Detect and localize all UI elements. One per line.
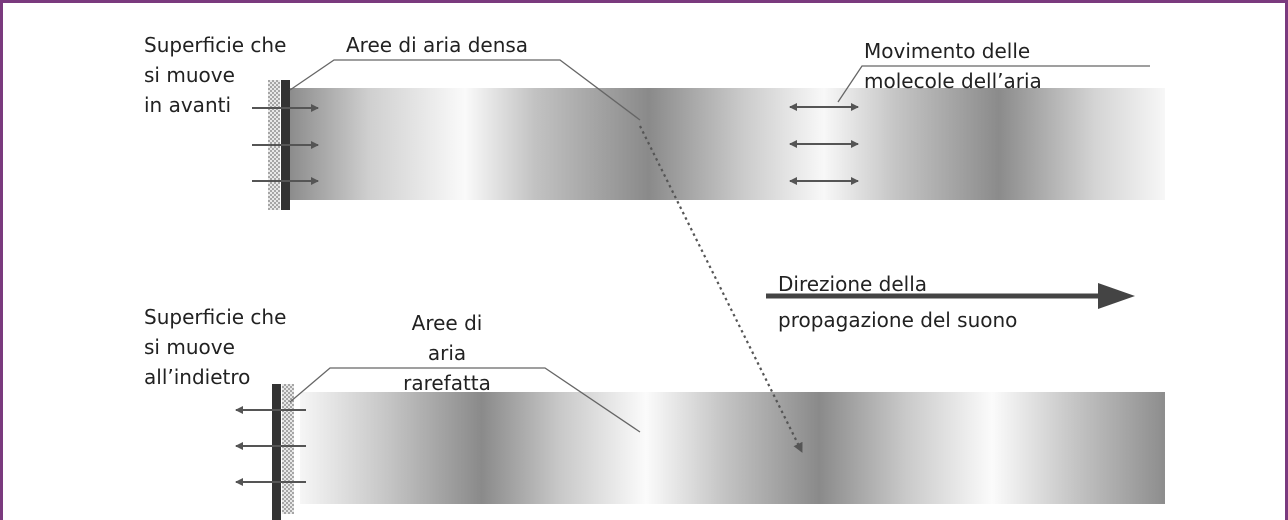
dense-area-tracking-arrow [639,125,803,453]
label-propagation-direction: Direzione della propagazione del suono [778,272,1018,332]
leader-surface-forward [289,59,641,121]
bottom-surface-ghost [282,384,294,514]
label-molecule-motion: Movimento delle molecole dell’aria [864,39,1042,93]
top-surface-arrows [252,104,319,185]
leader-rarefied [289,367,641,433]
label-dense-areas: Aree di aria densa [346,33,529,57]
label-surface-backward: Superficie che si muove all’indietro [144,305,287,389]
molecule-motion-arrows [789,103,859,185]
top-air-column [290,88,1165,200]
bottom-air-column [300,392,1165,504]
label-rarefied-areas: Aree di aria rarefatta [403,311,491,395]
leader-molecule-motion [837,65,1150,103]
bottom-surface-arrows [235,406,306,486]
label-surface-forward: Superficie che si muove in avanti [144,33,287,117]
bottom-vibrating-surface [272,384,281,520]
propagation-arrow-head [1098,283,1135,309]
